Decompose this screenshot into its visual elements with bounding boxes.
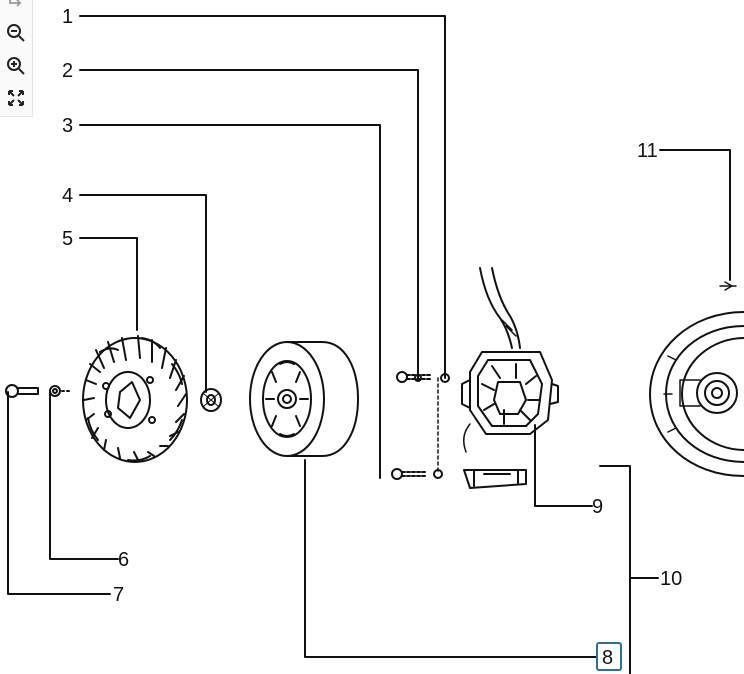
callout-7[interactable]: 7 xyxy=(113,584,124,606)
viewer-toolbar xyxy=(0,0,33,117)
callout-2[interactable]: 2 xyxy=(62,60,73,82)
leader-line-7 xyxy=(7,391,111,595)
zoom-in-icon[interactable] xyxy=(5,55,27,77)
fit-screen-icon[interactable] xyxy=(5,87,27,109)
callout-6[interactable]: 6 xyxy=(118,549,129,571)
callout-5[interactable]: 5 xyxy=(62,228,73,250)
screw-part-1 xyxy=(396,371,450,383)
callout-8-selection-box xyxy=(596,642,622,671)
washer-part-6 xyxy=(49,385,73,397)
leader-line-6 xyxy=(49,391,119,560)
callout-11[interactable]: 11 xyxy=(637,140,658,162)
leader-line-8 xyxy=(304,459,598,658)
callout-8[interactable]: 8 xyxy=(602,647,613,669)
screw-part-3 xyxy=(391,377,443,480)
leader-line-3 xyxy=(79,124,381,479)
callout-1[interactable]: 1 xyxy=(62,6,73,28)
leader-line-4 xyxy=(79,194,207,393)
callout-3[interactable]: 3 xyxy=(62,115,73,137)
callout-4[interactable]: 4 xyxy=(62,185,73,207)
zoom-out-icon[interactable] xyxy=(5,22,27,44)
share-icon[interactable] xyxy=(5,0,27,12)
bolt-part-7 xyxy=(5,384,39,398)
stator-part-9 xyxy=(461,267,559,489)
leader-line-2 xyxy=(79,69,419,379)
leader-line-9 xyxy=(534,424,593,507)
leader-line-1 xyxy=(79,15,446,379)
callout-10[interactable]: 10 xyxy=(660,568,682,590)
washer-part-2 xyxy=(414,374,422,382)
callout-9[interactable]: 9 xyxy=(592,496,603,518)
fan-part-5 xyxy=(82,335,188,463)
leader-line-10 xyxy=(599,465,659,674)
leader-line-11 xyxy=(659,149,731,281)
hub-part-11 xyxy=(649,281,744,477)
rotor-part-8 xyxy=(249,341,359,457)
leader-line-5 xyxy=(79,237,138,331)
nut-part-4 xyxy=(200,388,222,412)
